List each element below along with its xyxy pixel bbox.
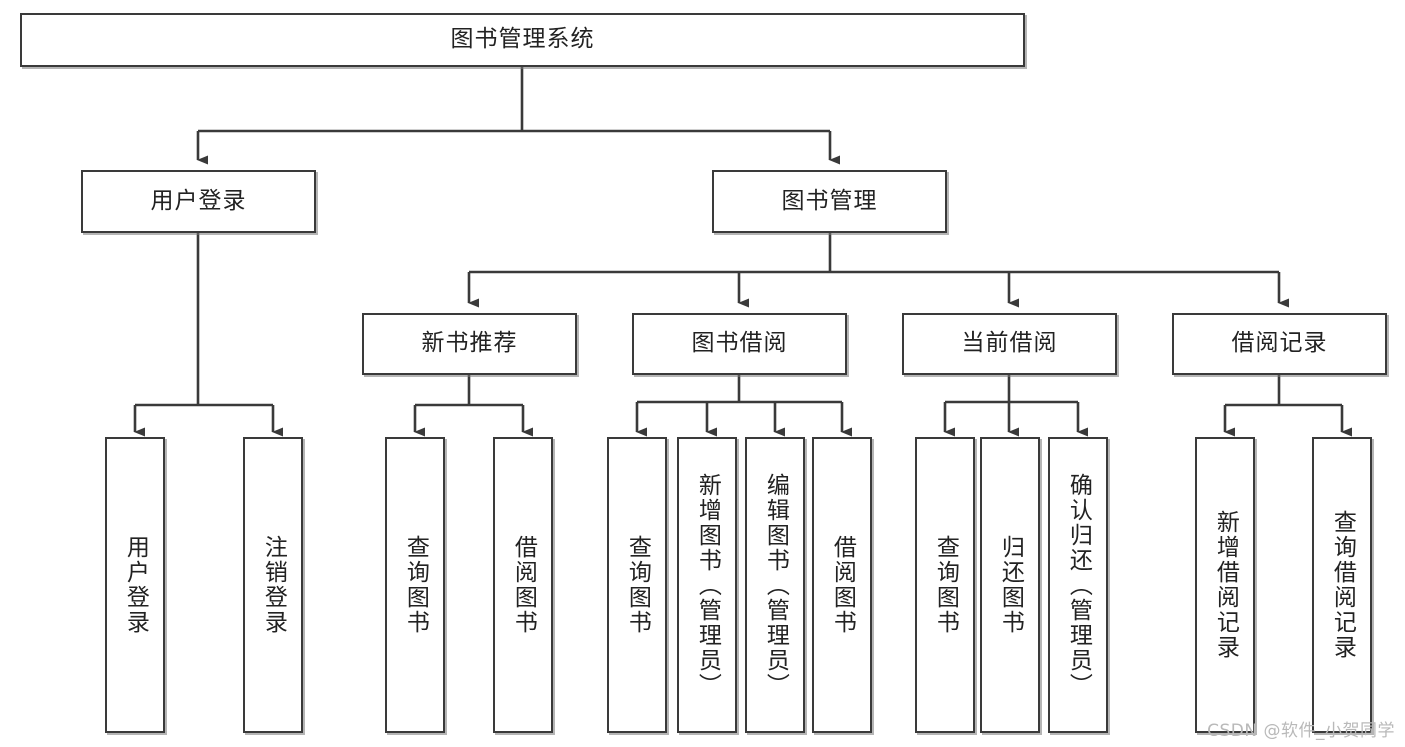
node-label: 新书推荐 (421, 330, 518, 357)
node-label: 用户登录 (122, 535, 149, 635)
node-book-borrow[interactable]: 图书借阅 (632, 313, 847, 375)
node-label: 查询图书 (932, 535, 959, 635)
node-label: 图书管理 (781, 187, 878, 214)
leaf-record-query-record[interactable]: 查询借阅记录 (1312, 437, 1372, 733)
leaf-borrow-query-book[interactable]: 查询图书 (607, 437, 667, 733)
leaf-user-login-signout[interactable]: 注销登录 (243, 437, 303, 733)
node-label: 确认归还（管理员） (1065, 472, 1092, 698)
leaf-borrow-add-book[interactable]: 新增图书（管理员） (677, 437, 737, 733)
leaf-current-return-book[interactable]: 归还图书 (980, 437, 1040, 733)
node-current-borrow[interactable]: 当前借阅 (902, 313, 1117, 375)
node-label: 借阅图书 (510, 535, 537, 635)
node-book-management[interactable]: 图书管理 (712, 170, 947, 233)
node-label: 新增借阅记录 (1212, 510, 1239, 660)
leaf-current-confirm-return[interactable]: 确认归还（管理员） (1048, 437, 1108, 733)
node-label: 注销登录 (260, 535, 287, 635)
node-label: 归还图书 (997, 535, 1024, 635)
node-user-login[interactable]: 用户登录 (81, 170, 316, 233)
leaf-user-login-signin[interactable]: 用户登录 (105, 437, 165, 733)
node-label: 图书借阅 (691, 330, 788, 357)
node-label: 借阅记录 (1231, 330, 1328, 357)
node-label: 借阅图书 (829, 535, 856, 635)
leaf-borrow-edit-book[interactable]: 编辑图书（管理员） (745, 437, 805, 733)
leaf-recommend-query-book[interactable]: 查询图书 (385, 437, 445, 733)
leaf-borrow-borrow-book[interactable]: 借阅图书 (812, 437, 872, 733)
node-label: 当前借阅 (961, 330, 1058, 357)
leaf-record-add-record[interactable]: 新增借阅记录 (1195, 437, 1255, 733)
node-label: 编辑图书（管理员） (762, 472, 789, 698)
node-label: 用户登录 (150, 187, 247, 214)
node-borrow-record[interactable]: 借阅记录 (1172, 313, 1387, 375)
node-label: 新增图书（管理员） (694, 472, 721, 698)
node-label: 查询借阅记录 (1329, 510, 1356, 660)
node-label: 查询图书 (402, 535, 429, 635)
node-label: 图书管理系统 (450, 26, 595, 53)
node-root-system[interactable]: 图书管理系统 (20, 13, 1025, 67)
leaf-current-query-book[interactable]: 查询图书 (915, 437, 975, 733)
node-new-book-recommend[interactable]: 新书推荐 (362, 313, 577, 375)
node-label: 查询图书 (624, 535, 651, 635)
leaf-recommend-borrow-book[interactable]: 借阅图书 (493, 437, 553, 733)
